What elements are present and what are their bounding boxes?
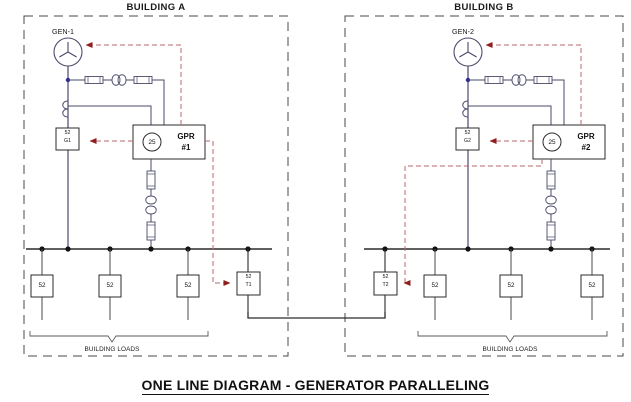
generator-gen-2-symbol bbox=[453, 37, 483, 67]
bus-node-icon bbox=[465, 246, 471, 252]
fuse-icon bbox=[546, 170, 556, 190]
gpr-1-number: #1 bbox=[181, 143, 191, 152]
breaker-52-load-b1[interactable] bbox=[423, 274, 447, 298]
page-title: ONE LINE DIAGRAM - GENERATOR PARALLELING bbox=[0, 377, 631, 395]
building-a-boundary bbox=[23, 15, 289, 357]
breaker-52-g2[interactable] bbox=[455, 127, 480, 151]
fuse-icon bbox=[146, 221, 156, 241]
breaker-52-load-a2-label: 52 bbox=[106, 282, 114, 289]
gen-2-pt-branch bbox=[468, 79, 565, 125]
breaker-52-load-b3-label: 52 bbox=[588, 282, 596, 289]
potential-transformer-icon bbox=[111, 74, 127, 86]
bus-node-icon bbox=[148, 246, 154, 252]
breaker-52-load-a3-label: 52 bbox=[184, 282, 192, 289]
potential-transformer-icon bbox=[511, 74, 527, 86]
building-b-title: BUILDING B bbox=[454, 2, 514, 13]
generator-gen-1-symbol bbox=[53, 37, 83, 67]
fuse-icon bbox=[533, 76, 553, 84]
gen-1-ct-secondary bbox=[68, 105, 152, 125]
gpr-2-number: #2 bbox=[581, 143, 591, 152]
breaker-52-g1[interactable] bbox=[55, 127, 80, 151]
building-loads-label-b: BUILDING LOADS bbox=[482, 346, 538, 353]
gpr-1-name: GPR bbox=[177, 132, 195, 141]
gpr-2-to-tie-52t2-control bbox=[403, 159, 543, 286]
fuse-icon bbox=[133, 76, 153, 84]
fuse-icon bbox=[84, 76, 104, 84]
breaker-52-load-b2-label: 52 bbox=[507, 282, 515, 289]
gpr-2-name: GPR bbox=[577, 132, 595, 141]
breaker-52-load-a3[interactable] bbox=[176, 274, 200, 298]
potential-transformer-icon bbox=[545, 195, 557, 215]
bus-node-icon bbox=[548, 246, 554, 252]
current-transformer-icon bbox=[62, 100, 69, 118]
breaker-52-load-a1[interactable] bbox=[30, 274, 54, 298]
bus-node-icon bbox=[65, 246, 71, 252]
breaker-52-t2[interactable] bbox=[373, 271, 398, 296]
breaker-52-g1-label-bottom: G1 bbox=[64, 138, 71, 144]
breaker-52-load-a2[interactable] bbox=[98, 274, 122, 298]
breaker-52-t1-label-bottom: T1 bbox=[245, 282, 252, 288]
gen-2-label: GEN-2 bbox=[452, 27, 474, 36]
building-loads-bracket-a bbox=[29, 331, 209, 343]
building-b-boundary bbox=[344, 15, 624, 357]
breaker-52-load-a1-label: 52 bbox=[38, 282, 46, 289]
building-a-title: BUILDING A bbox=[126, 2, 186, 13]
breaker-52-load-b1-label: 52 bbox=[431, 282, 439, 289]
potential-transformer-icon bbox=[145, 195, 157, 215]
breaker-52-load-b3[interactable] bbox=[580, 274, 604, 298]
breaker-52-g2-label-bottom: G2 bbox=[464, 138, 471, 144]
gpr-1-to-tie-52t1-control bbox=[205, 140, 231, 286]
gpr-2-relay-25-label: 25 bbox=[548, 139, 556, 146]
fuse-icon bbox=[484, 76, 504, 84]
breaker-52-load-b2[interactable] bbox=[499, 274, 523, 298]
gpr-2-to-gen-2-control bbox=[485, 42, 582, 125]
page-title-text: ONE LINE DIAGRAM - GENERATOR PARALLELING bbox=[141, 377, 490, 395]
building-loads-label-a: BUILDING LOADS bbox=[84, 346, 140, 353]
tie-cable bbox=[247, 312, 386, 319]
breaker-52-g1-label-top: 52 bbox=[64, 130, 71, 136]
breaker-52-t2-label-top: 52 bbox=[382, 274, 389, 280]
building-loads-bracket-b bbox=[417, 331, 608, 343]
gen-1-pt-branch bbox=[68, 79, 165, 125]
breaker-52-t2-label-bottom: T2 bbox=[382, 282, 389, 288]
breaker-52-t1-label-top: 52 bbox=[245, 274, 252, 280]
gen-1-label: GEN-1 bbox=[52, 27, 74, 36]
breaker-52-t1[interactable] bbox=[236, 271, 261, 296]
gpr-1-box[interactable] bbox=[132, 124, 206, 160]
gpr-1-relay-25-label: 25 bbox=[148, 139, 156, 146]
gen-2-ct-secondary bbox=[468, 105, 552, 125]
fuse-icon bbox=[546, 221, 556, 241]
breaker-52-g2-label-top: 52 bbox=[464, 130, 471, 136]
fuse-icon bbox=[146, 170, 156, 190]
current-transformer-icon bbox=[462, 100, 469, 118]
gpr-2-box[interactable] bbox=[532, 124, 606, 160]
gpr-1-to-gen-1-control bbox=[85, 42, 182, 125]
